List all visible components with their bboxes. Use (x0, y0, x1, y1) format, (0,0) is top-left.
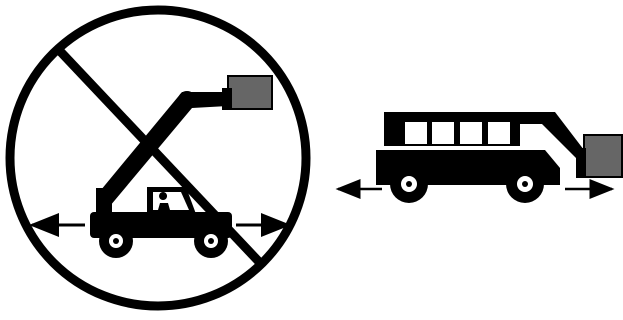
window-3 (460, 122, 482, 144)
boom-support (96, 188, 112, 220)
window-1 (405, 122, 427, 144)
telehandler-raised-boom-icon (90, 76, 272, 258)
load-box (228, 76, 272, 109)
window-2 (432, 122, 454, 144)
boom-joint (178, 91, 196, 109)
load-box (584, 135, 622, 177)
right-panel-permitted (338, 112, 622, 203)
left-panel-prohibited (10, 10, 306, 306)
window-4 (488, 122, 510, 144)
prohibition-icon (10, 10, 306, 306)
